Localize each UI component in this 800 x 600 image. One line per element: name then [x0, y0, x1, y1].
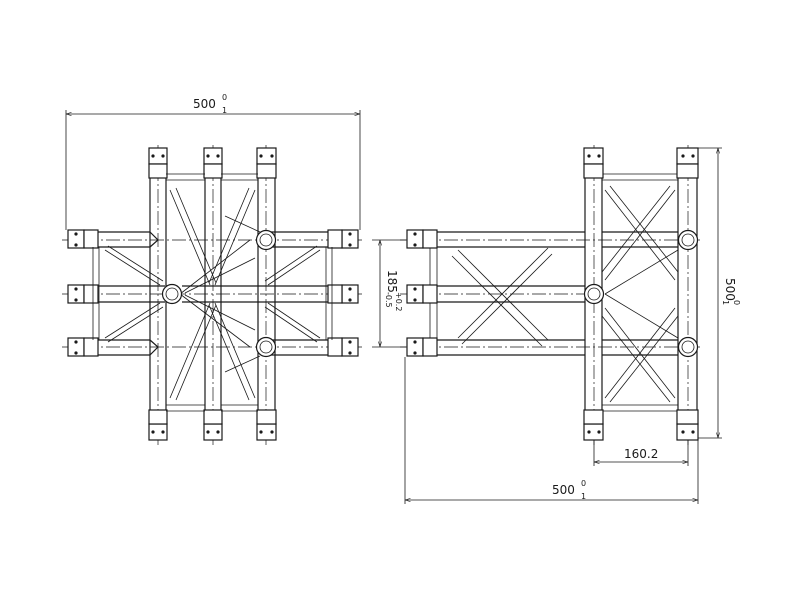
dimension-member-spacing: 185 +0.2 -0.5 [372, 239, 406, 348]
right-vertical-chords [429, 145, 698, 445]
dim-bottom-width-lower: 1 [581, 492, 586, 501]
right-view-side-elevation [400, 145, 700, 445]
left-end-connectors [67, 229, 359, 357]
dim-chord-offset-value: 160.2 [624, 447, 658, 461]
left-view-cross-junction [62, 145, 362, 445]
left-cross-rungs [92, 173, 333, 412]
dimension-top-width: 500 0 1 [65, 93, 361, 230]
dim-side-height-value: 500 [723, 278, 737, 301]
dim-bottom-width-value: 500 [552, 483, 575, 497]
dim-side-height-lower: 1 [721, 300, 730, 305]
right-node-circles [583, 229, 699, 358]
dim-top-width-value: 500 [193, 97, 216, 111]
dim-spacing-upper: +0.2 [394, 292, 403, 311]
left-vertical-chords [149, 145, 276, 445]
dim-spacing-value: 185 [385, 270, 399, 293]
dimension-chord-offset: 160.2 [593, 440, 689, 466]
left-diagonal-braces [104, 187, 321, 401]
dim-bottom-width-upper: 0 [581, 479, 586, 488]
dimension-side-height: 500 0 1 [698, 147, 741, 439]
dim-side-height-upper: 0 [732, 300, 741, 305]
right-connectors [406, 147, 699, 441]
left-node-circles [161, 229, 277, 358]
dim-top-width-lower: 1 [222, 106, 227, 115]
right-diagonal-braces [451, 185, 679, 403]
dim-spacing-lower: -0.5 [384, 292, 393, 308]
right-horizontal-chords [400, 231, 700, 356]
dim-top-width-upper: 0 [222, 93, 227, 102]
dimension-bottom-width: 500 0 1 [404, 357, 699, 504]
left-top-bottom-connectors [148, 147, 277, 441]
